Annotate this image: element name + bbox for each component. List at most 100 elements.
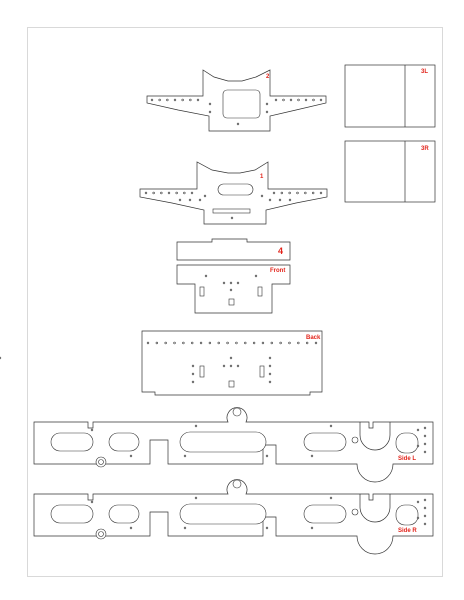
drill-hole bbox=[260, 194, 264, 198]
drill-hole bbox=[199, 341, 203, 345]
drill-hole bbox=[90, 500, 94, 504]
drill-hole bbox=[196, 98, 200, 102]
drill-hole bbox=[191, 341, 194, 345]
drill-hole bbox=[0, 356, 2, 360]
drill-hole bbox=[146, 341, 150, 345]
drill-hole bbox=[297, 341, 300, 345]
drill-hole bbox=[229, 364, 233, 368]
drill-hole bbox=[416, 444, 420, 448]
part-4-label: 4 bbox=[278, 246, 283, 256]
drill-hole bbox=[329, 496, 333, 500]
drill-hole bbox=[423, 514, 427, 518]
part-1-holes bbox=[144, 191, 323, 220]
drill-hole bbox=[167, 191, 171, 195]
drill-hole bbox=[310, 454, 314, 458]
drill-hole bbox=[319, 98, 323, 102]
drill-hole bbox=[416, 428, 420, 432]
drill-hole bbox=[261, 341, 265, 345]
drill-hole bbox=[182, 341, 185, 345]
back-label: Back bbox=[306, 335, 321, 341]
side-r-plate: Side R bbox=[33, 479, 434, 555]
drill-hole bbox=[208, 102, 212, 106]
drill-hole bbox=[244, 341, 247, 345]
drill-hole bbox=[164, 341, 167, 345]
drill-hole bbox=[190, 191, 194, 195]
drill-hole bbox=[229, 356, 233, 360]
part-3l-plate: 3L bbox=[344, 64, 436, 128]
drill-hole bbox=[282, 98, 285, 102]
drill-hole bbox=[289, 98, 293, 102]
drill-hole bbox=[268, 198, 272, 202]
part-4-plate: 4 bbox=[176, 238, 291, 261]
drill-hole bbox=[208, 110, 212, 114]
side-r-holes bbox=[90, 496, 427, 530]
drill-hole bbox=[270, 341, 273, 345]
front-plate: Front bbox=[176, 264, 291, 314]
drill-hole bbox=[222, 364, 226, 368]
drill-hole bbox=[423, 450, 427, 454]
drill-hole bbox=[173, 341, 176, 345]
drill-hole bbox=[304, 191, 307, 195]
drill-hole bbox=[319, 191, 323, 195]
drill-hole bbox=[129, 526, 133, 530]
drill-hole bbox=[204, 274, 208, 278]
drill-hole bbox=[305, 341, 309, 345]
drill-hole bbox=[254, 274, 258, 278]
drill-hole bbox=[252, 341, 256, 345]
drill-hole bbox=[423, 434, 427, 438]
drill-hole bbox=[222, 281, 226, 285]
drill-hole bbox=[268, 356, 272, 360]
drill-hole bbox=[166, 98, 169, 102]
drill-hole bbox=[230, 216, 234, 220]
side-l-plate: Side L bbox=[33, 407, 434, 483]
drill-hole bbox=[265, 102, 269, 106]
drill-hole bbox=[296, 191, 299, 195]
drill-hole bbox=[191, 364, 195, 368]
part-2-holes bbox=[150, 98, 323, 126]
drill-hole bbox=[297, 98, 300, 102]
drill-hole bbox=[423, 442, 427, 446]
part-3l-label: 3L bbox=[421, 69, 428, 75]
drill-hole bbox=[150, 98, 154, 102]
drill-hole bbox=[129, 454, 133, 458]
drill-hole bbox=[183, 526, 187, 530]
drill-hole bbox=[268, 372, 272, 376]
drill-hole bbox=[235, 341, 238, 345]
part-2-label: 2 bbox=[266, 74, 270, 80]
drill-hole bbox=[265, 526, 269, 530]
drill-hole bbox=[288, 341, 291, 345]
drill-hole bbox=[329, 424, 333, 428]
drill-hole bbox=[304, 98, 308, 102]
part-3r-plate: 3R bbox=[344, 140, 436, 203]
drill-hole bbox=[423, 426, 427, 430]
drill-hole bbox=[191, 380, 195, 384]
back-plate: Back bbox=[0, 330, 323, 396]
drill-hole bbox=[265, 110, 269, 114]
part-1-plate: 1 bbox=[139, 161, 328, 225]
drill-hole bbox=[279, 341, 282, 345]
drill-hole bbox=[183, 454, 187, 458]
part-1-label: 1 bbox=[260, 174, 264, 180]
drill-hole bbox=[236, 122, 240, 126]
back-holes bbox=[0, 341, 318, 384]
drill-hole bbox=[203, 194, 207, 198]
side-l-holes bbox=[90, 424, 427, 458]
drill-hole bbox=[191, 372, 195, 376]
drill-hole bbox=[416, 516, 420, 520]
drill-hole bbox=[423, 522, 427, 526]
drill-hole bbox=[178, 198, 182, 202]
drill-hole bbox=[236, 281, 240, 285]
drill-hole bbox=[194, 424, 198, 428]
drill-hole bbox=[144, 191, 148, 195]
drill-hole bbox=[288, 191, 291, 195]
drill-hole bbox=[423, 498, 427, 502]
drill-hole bbox=[314, 341, 318, 345]
drill-hole bbox=[173, 98, 177, 102]
drill-hole bbox=[226, 341, 229, 345]
drill-hole bbox=[181, 98, 184, 102]
drill-hole bbox=[189, 98, 192, 102]
drill-hole bbox=[158, 98, 161, 102]
drill-hole bbox=[175, 191, 178, 195]
part-2-plate: 2 bbox=[146, 69, 327, 132]
